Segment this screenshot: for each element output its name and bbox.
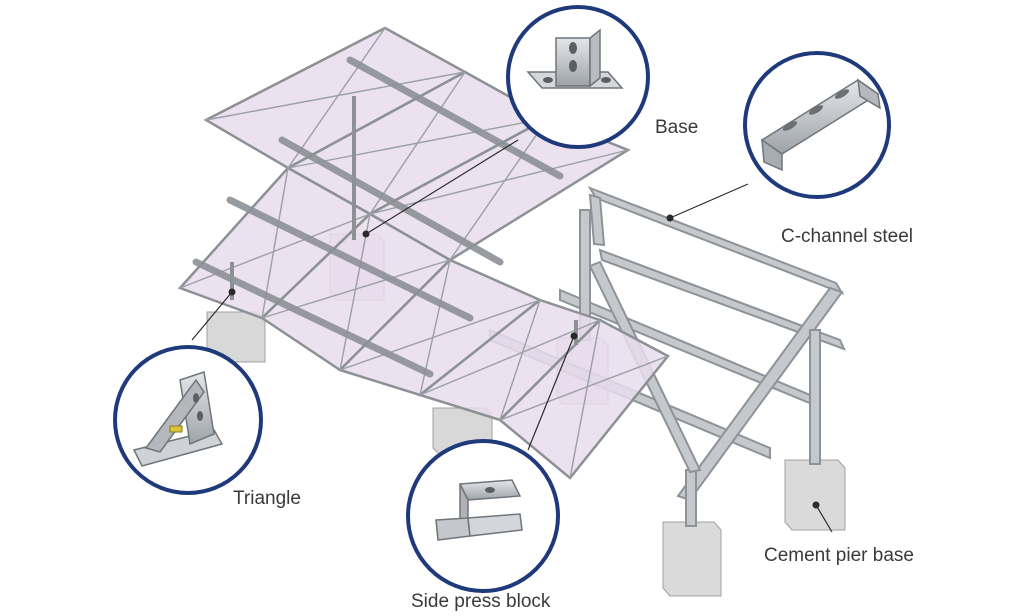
leader-dots: [228, 214, 820, 509]
c-channel-steel-label: C-channel steel: [781, 226, 914, 247]
callout-base: [506, 5, 650, 149]
pier-right-front: [662, 521, 722, 597]
rear-steel-frame: [489, 186, 846, 527]
triangle-label: Triangle: [233, 488, 301, 509]
callout-side-press-block: [406, 439, 560, 593]
leader-lines: [191, 139, 833, 533]
side-press-block-label: Side press block: [411, 591, 551, 612]
cement-pier-base-label: Cement pier base: [764, 545, 914, 566]
pier-right-back: [784, 459, 846, 531]
callout-triangle: [113, 345, 263, 495]
base-label: Base: [655, 117, 699, 138]
callout-c-channel: [743, 51, 891, 199]
